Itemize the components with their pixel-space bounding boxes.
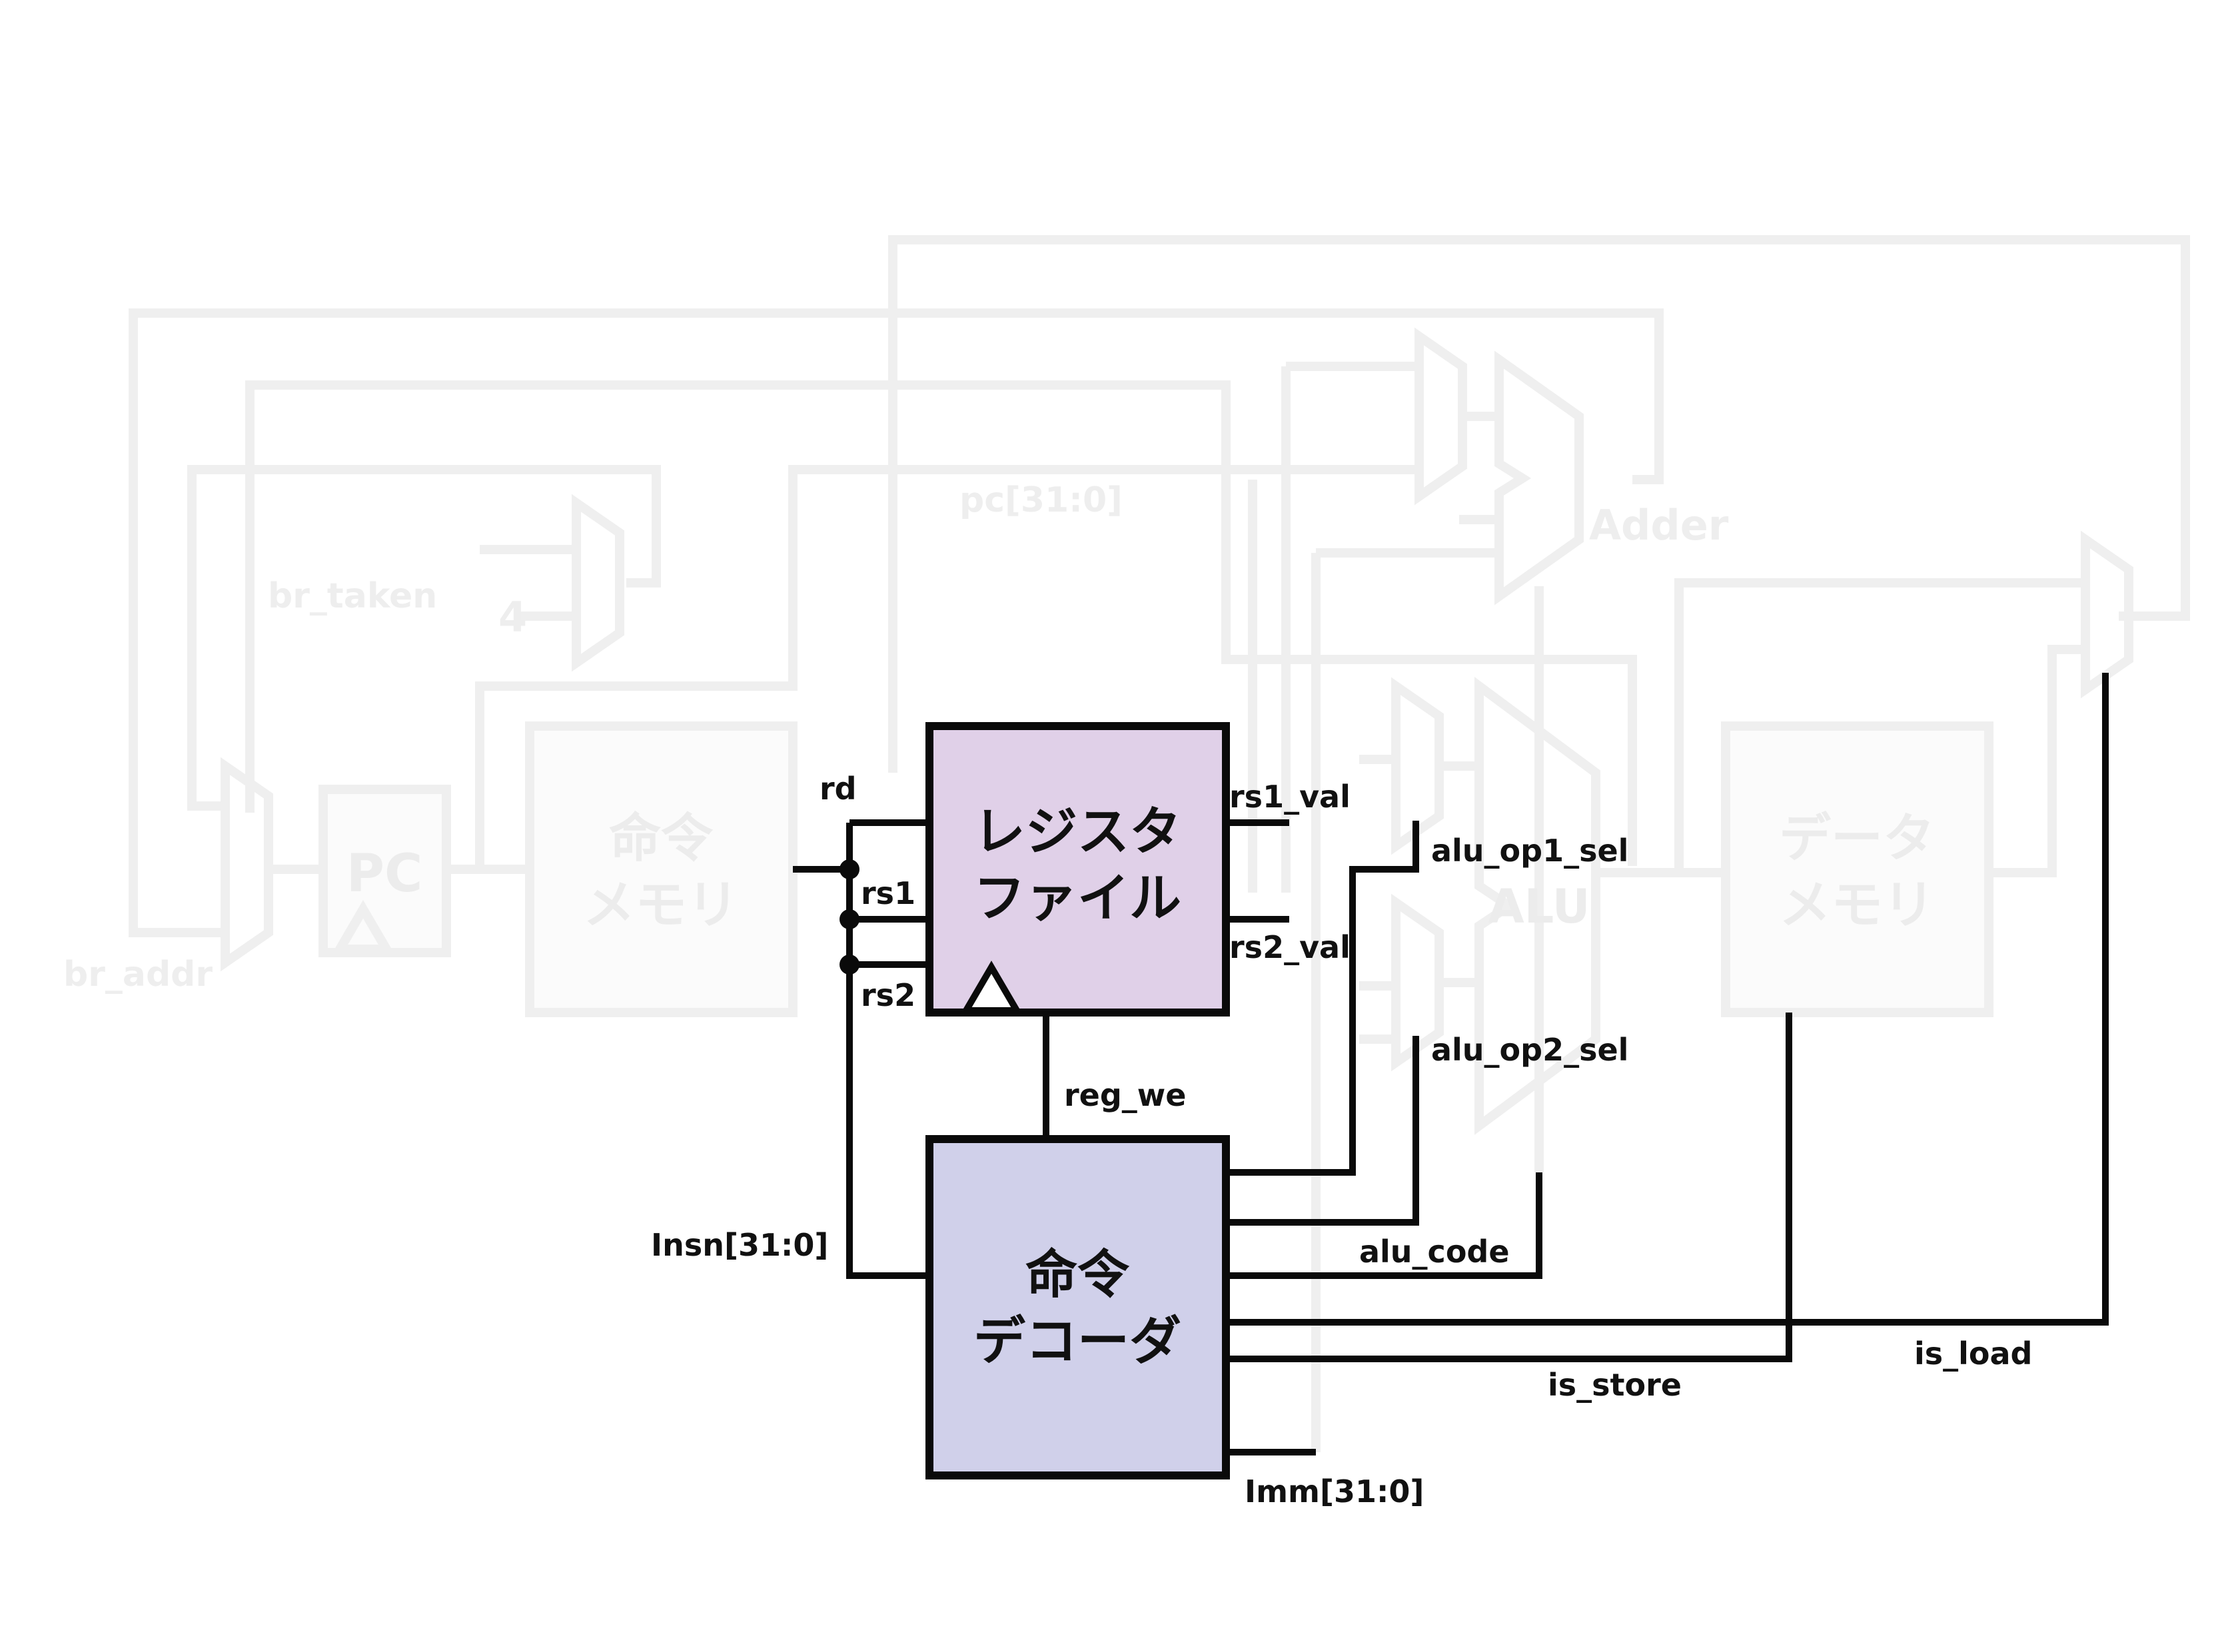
junction-dot-bottom <box>839 955 859 975</box>
label-alu-op1-sel: alu_op1_sel <box>1431 833 1628 869</box>
wire-alu-out <box>1596 578 2085 877</box>
wire-adder-inputs <box>480 545 576 621</box>
data-memory <box>1721 721 1993 1017</box>
wire-adder-feeds <box>1281 362 1544 1452</box>
adder-shape <box>1494 350 1584 606</box>
label-pc-bus: pc[31:0] <box>959 480 1123 520</box>
label-alu-op2-sel: alu_op2_sel <box>1431 1032 1628 1068</box>
pc-mux <box>221 757 273 972</box>
wire-is-store <box>1226 1013 1792 1362</box>
br-mux-shape <box>1414 327 1467 506</box>
junction-dot-mid <box>839 909 859 929</box>
label-rd: rd <box>820 771 857 807</box>
label-const-four: 4 <box>498 593 527 641</box>
wire-br-taken-loop <box>187 465 661 811</box>
dmem-title-line2: メモリ <box>1779 875 1935 935</box>
label-adder: Adder <box>1589 501 1729 550</box>
register-file <box>925 722 1230 1017</box>
label-alu: ALU <box>1488 879 1590 934</box>
label-imm: Imm[31:0] <box>1245 1473 1424 1509</box>
wire-is-load <box>1226 673 2109 1326</box>
alu-op1-mux <box>1391 677 1444 855</box>
faded-datapath <box>129 235 2190 1452</box>
wire-alu-inputs <box>1359 755 1544 1172</box>
alu-shape <box>1474 677 1600 1135</box>
register-file-clock-triangle <box>960 961 1023 1014</box>
wire-br-addr-loop <box>129 308 1664 937</box>
label-rs1: rs1 <box>861 875 915 911</box>
wire-alu-code <box>1226 1172 1542 1279</box>
junction-dot-top <box>839 859 859 879</box>
label-alu-code: alu_code <box>1359 1234 1510 1270</box>
label-reg-we: reg_we <box>1064 1077 1187 1113</box>
label-br-taken: br_taken <box>268 576 437 616</box>
pc-clock-triangle <box>331 900 395 954</box>
label-rs1-val: rs1_val <box>1229 779 1351 815</box>
label-insn: Insn[31:0] <box>651 1227 828 1263</box>
wire-writeback-loop <box>888 235 2190 773</box>
imem-title-line1: 命令 <box>609 809 714 869</box>
label-is-load: is_load <box>1914 1336 2033 1372</box>
imem-title-line2: メモリ <box>583 875 739 935</box>
alu-op2-mux <box>1391 893 1444 1072</box>
decoder-title-line1: 命令 <box>1025 1245 1130 1305</box>
label-is-store: is_store <box>1548 1367 1682 1403</box>
decoder-title-line2: デコーダ <box>973 1312 1181 1372</box>
label-rs2: rs2 <box>861 977 915 1013</box>
label-pc: PC <box>346 844 422 904</box>
label-rs2-val: rs2_val <box>1229 929 1351 965</box>
highlighted-datapath <box>793 673 2109 1479</box>
label-br-addr: br_addr <box>63 955 213 995</box>
instruction-decoder <box>925 1135 1230 1479</box>
instruction-memory <box>525 721 798 1017</box>
wire-pc-plus4 <box>475 465 1416 869</box>
wire-dmem-out <box>1992 645 2085 877</box>
wire-alu-op1-sel <box>1226 821 1419 1176</box>
register-file-title-line2: ファイル <box>973 869 1181 929</box>
register-file-title-line1: レジスタ <box>973 802 1181 862</box>
pc-adder-shape <box>572 494 624 672</box>
wire-alu-op2-sel <box>1226 1036 1419 1226</box>
dmem-title-line1: データ <box>1779 809 1935 869</box>
writeback-mux <box>2081 530 2133 699</box>
